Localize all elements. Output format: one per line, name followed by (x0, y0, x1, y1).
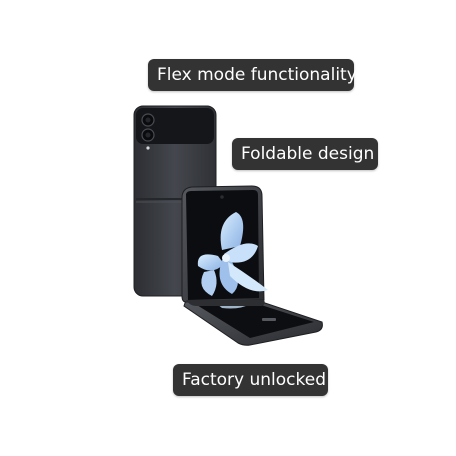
feature-label-factory-unlocked: Factory unlocked (173, 364, 328, 396)
camera-icon (141, 113, 155, 150)
feature-label-foldable-design: Foldable design (232, 138, 378, 170)
wallpaper-flower (197, 212, 268, 296)
phone-flex-view (181, 185, 323, 346)
feature-label-flex-mode: Flex mode functionality (148, 59, 357, 91)
